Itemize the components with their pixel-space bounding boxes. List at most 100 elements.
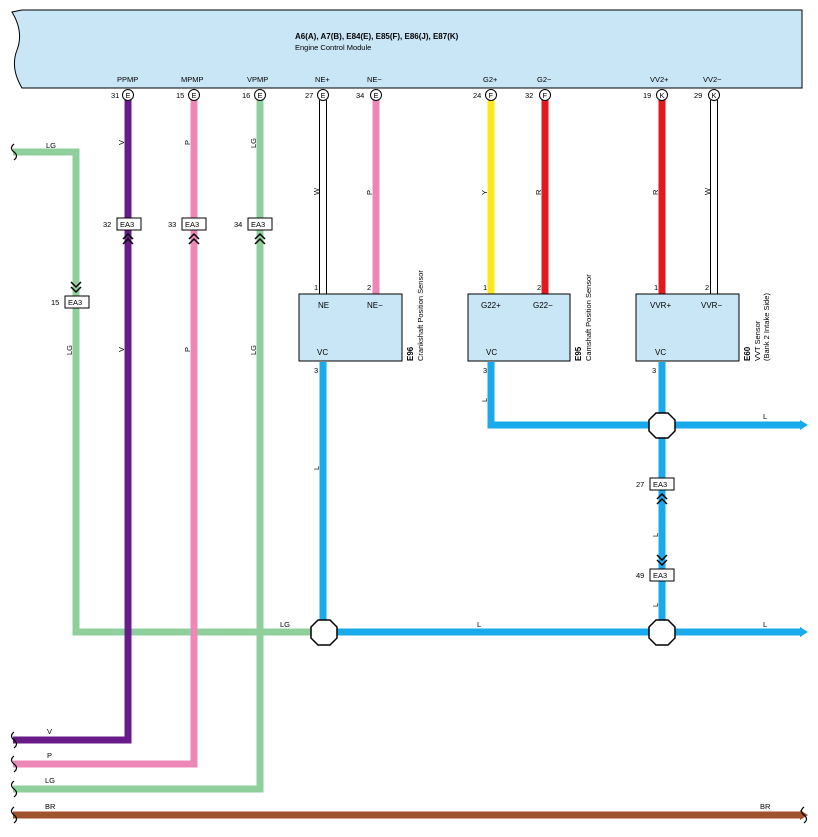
junction-box xyxy=(181,217,207,231)
wire-label-lg: LG xyxy=(45,776,55,785)
junction-connectors: 32 EA3 33 EA3 34 EA3 15 EA3 27 xyxy=(51,217,675,582)
pin-connector: E xyxy=(192,91,197,100)
wire-ends xyxy=(800,420,808,820)
pin-circle xyxy=(317,89,329,101)
wire-label-v: V xyxy=(117,140,126,145)
splices xyxy=(310,412,676,646)
ecm-pin-g2-minus: G2− 32 F xyxy=(525,75,552,101)
pin-number: 19 xyxy=(643,91,651,100)
sensor-name: Camshaft Position Sensor xyxy=(584,274,593,361)
sensor-pin-2: 2 xyxy=(537,283,541,292)
pin-circle xyxy=(539,89,551,101)
pin-connector: K xyxy=(660,91,665,100)
wire-label-v: V xyxy=(47,727,52,736)
junction-ea3-34: 34 EA3 xyxy=(234,217,273,245)
pin-signal: VV2+ xyxy=(650,75,669,84)
pin-connector: E xyxy=(258,91,263,100)
ecm-pin-ppmp: PPMP 31 E xyxy=(111,75,138,101)
sensor-box xyxy=(467,293,571,362)
pin-signal: VPMP xyxy=(247,75,268,84)
pin-number: 29 xyxy=(694,91,702,100)
wire-label-w: W xyxy=(312,187,321,195)
junction-pin: 33 xyxy=(168,220,176,229)
sensor-label-1: NE xyxy=(318,301,329,310)
wire-label-l: L xyxy=(477,620,481,629)
wire-label-l: L xyxy=(651,533,660,537)
ecm-pin-mpmp: MPMP 15 E xyxy=(176,75,204,101)
junction-name: EA3 xyxy=(653,571,667,580)
wires xyxy=(13,100,802,819)
wire-label-lg: LG xyxy=(65,345,74,355)
arrow-end-l-bottom xyxy=(800,627,808,637)
wire-l-e95 xyxy=(487,362,802,429)
sensor-name: VVT Sensor xyxy=(753,320,762,361)
wire-label-lg: LG xyxy=(280,620,290,629)
junction-ea3-33: 33 EA3 xyxy=(168,217,207,245)
pin-circle xyxy=(708,89,720,101)
wire-label-p: P xyxy=(183,347,192,352)
junction-name: EA3 xyxy=(68,298,82,307)
sensor-box xyxy=(298,293,403,362)
junction-box xyxy=(64,295,90,309)
wire-label-l: L xyxy=(763,620,767,629)
pin-connector: F xyxy=(543,91,548,100)
pin-number: 34 xyxy=(356,91,364,100)
wire-v xyxy=(13,100,132,744)
pin-signal: NE− xyxy=(367,75,382,84)
sensor-pin-1: 1 xyxy=(654,283,658,292)
sensor-e60: 1 2 VVR+ VVR− VC 3 E60 VVT Sensor (Bank … xyxy=(635,283,771,375)
pin-signal: MPMP xyxy=(181,75,204,84)
sensor-label-2: VVR− xyxy=(701,301,722,310)
junction-pin: 32 xyxy=(103,220,111,229)
pin-number: 15 xyxy=(176,91,184,100)
sensor-e95: 1 2 G22+ G22− VC 3 E95 Camshaft Position… xyxy=(467,274,593,375)
ecm-pin-ne-plus: NE+ 27 E xyxy=(305,75,330,101)
break-mark-lg-top xyxy=(10,143,18,161)
junction-name: EA3 xyxy=(251,220,265,229)
junction-pin: 34 xyxy=(234,220,242,229)
wire-labels: LG V P LG LG V P LG W P Y R R W L L L L … xyxy=(45,138,771,811)
ecm-block: A6(A), A7(B), E84(E), E85(F), E86(J), E8… xyxy=(11,9,803,89)
junction-ea3-27: 27 EA3 xyxy=(636,477,675,505)
ecm-pin-vv2-plus: VV2+ 19 K xyxy=(643,75,669,101)
junction-name: EA3 xyxy=(653,480,667,489)
chevron-up-icon xyxy=(122,232,134,245)
sensor-label-1: VVR+ xyxy=(650,301,671,310)
pin-connector: F xyxy=(489,91,494,100)
pin-connector: E xyxy=(126,91,131,100)
sensor-vc-pin: 3 xyxy=(314,366,318,375)
wire-label-lg: LG xyxy=(46,141,56,150)
sensor-e96: 1 2 NE NE− VC 3 E96 Crankshaft Position … xyxy=(298,270,425,375)
break-mark-p xyxy=(10,755,18,773)
pin-circle xyxy=(485,89,497,101)
sensor-name-2: (Bank 2 Intake Side) xyxy=(762,293,771,361)
sensor-vc-label: VC xyxy=(486,348,497,357)
break-marks xyxy=(10,143,808,824)
pin-circle xyxy=(656,89,668,101)
pin-circle xyxy=(370,89,382,101)
wire-p xyxy=(13,100,198,768)
pin-connector: K xyxy=(712,91,717,100)
sensor-vc-label: VC xyxy=(317,348,328,357)
pin-number: 31 xyxy=(111,91,119,100)
sensor-vc-pin: 3 xyxy=(483,366,487,375)
pin-connector: E xyxy=(374,91,379,100)
wire-label-l: L xyxy=(480,398,489,402)
ecm-box xyxy=(11,9,803,89)
junction-ea3-32: 32 EA3 xyxy=(103,217,142,245)
junction-box xyxy=(649,477,675,491)
pin-signal: PPMP xyxy=(117,75,138,84)
chevron-up-icon xyxy=(254,232,266,245)
wire-label-p: P xyxy=(47,751,52,760)
wire-label-r: R xyxy=(534,189,543,195)
pin-circle xyxy=(254,89,266,101)
wire-label-br: BR xyxy=(760,802,771,811)
sensor-vc-label: VC xyxy=(655,348,666,357)
junction-box xyxy=(247,217,273,231)
pin-number: 27 xyxy=(305,91,313,100)
wire-label-l: L xyxy=(763,412,767,421)
wire-label-r: R xyxy=(651,189,660,195)
sensor-label-2: G22− xyxy=(533,301,553,310)
ecm-pin-vv2-minus: VV2− 29 K xyxy=(694,75,722,101)
